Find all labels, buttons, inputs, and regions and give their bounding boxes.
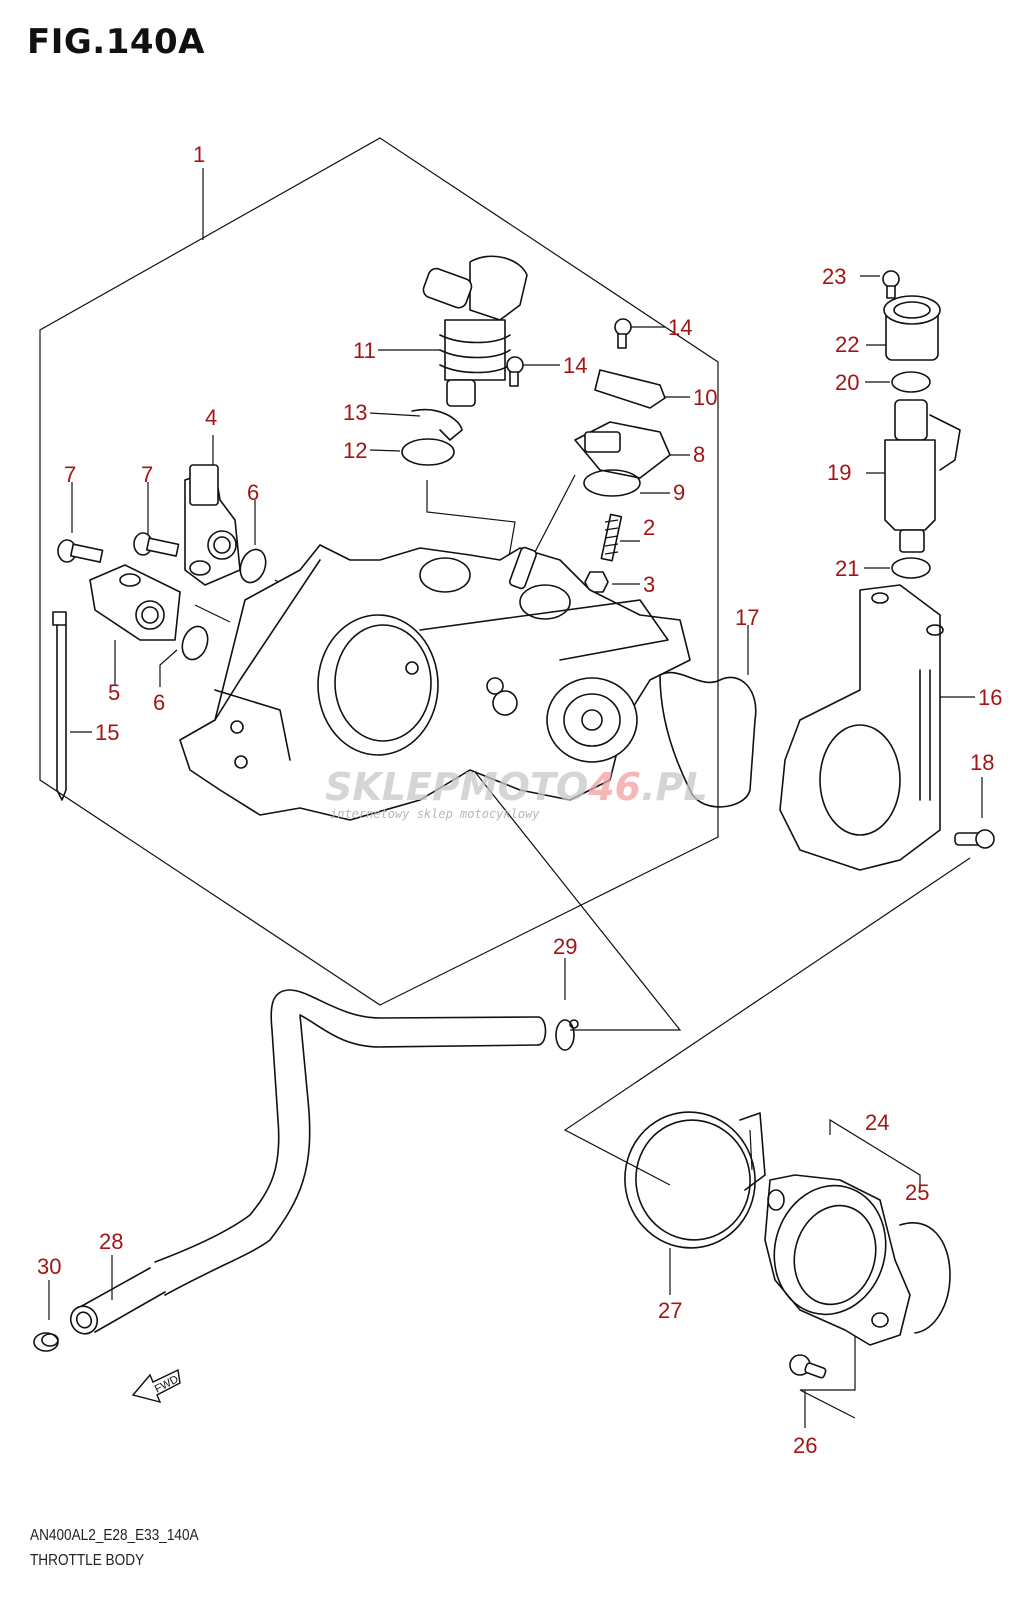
part-17-gasket[interactable] [659,671,757,808]
callout-4[interactable]: 4 [205,405,217,430]
fwd-direction-indicator: FWD [131,1368,181,1404]
callout-25[interactable]: 25 [905,1180,929,1205]
callout-7b[interactable]: 7 [141,462,153,487]
fwd-label: FWD [153,1373,181,1395]
part-13-clip[interactable] [411,408,463,441]
part-4-sensor[interactable] [184,464,241,586]
watermark: SKLEPMOTO46.PL internetowy sklep motocyk… [325,765,708,821]
figure-name: THROTTLE BODY [30,1552,145,1569]
part-9-o-ring[interactable] [583,469,641,497]
part-18-bolt[interactable] [954,829,995,849]
watermark-brand-red: 46 [587,765,641,809]
part-26-bolt[interactable] [789,1354,827,1379]
part-12-o-ring[interactable] [401,438,455,466]
part-3-nut[interactable] [584,571,609,593]
part-14-screw-a[interactable] [614,318,632,349]
callout-6a[interactable]: 6 [247,480,259,505]
figure-code: AN400AL2_E28_E33_140A [30,1527,199,1544]
watermark-tagline: internetowy sklep motocyklowy [330,807,540,821]
callout-14b[interactable]: 14 [563,353,587,378]
callout-15[interactable]: 15 [95,720,119,745]
part-22-cap[interactable] [883,295,941,361]
callout-27[interactable]: 27 [658,1298,682,1323]
callout-22[interactable]: 22 [835,332,859,357]
part-6-o-ring-a[interactable] [236,546,270,586]
part-15-cable-tie[interactable] [52,611,67,801]
part-10-plate[interactable] [594,369,666,409]
throttle-body-main[interactable] [179,544,691,821]
part-19-injector[interactable] [884,399,961,553]
watermark-brand: SKLEPMOTO46.PL [325,765,708,809]
callout-18[interactable]: 18 [970,750,994,775]
part-27-clamp[interactable] [614,1102,766,1259]
callout-21[interactable]: 21 [835,556,859,581]
part-24-cover[interactable] [760,1173,911,1346]
part-14-screw-b[interactable] [506,356,524,387]
part-23-screw[interactable] [882,270,900,299]
callout-13[interactable]: 13 [343,400,367,425]
part-21-o-ring[interactable] [891,557,931,579]
callout-29[interactable]: 29 [553,934,577,959]
callout-26[interactable]: 26 [793,1433,817,1458]
callout-9[interactable]: 9 [673,480,685,505]
callout-1[interactable]: 1 [193,142,205,167]
part-5-sensor[interactable] [89,564,181,641]
callout-7a[interactable]: 7 [64,462,76,487]
part-11-sensor[interactable] [421,255,528,407]
part-7-screw-b[interactable] [133,532,180,557]
callout-3[interactable]: 3 [643,572,655,597]
part-20-o-ring[interactable] [891,371,931,393]
watermark-brand-gray: SKLEPMOTO [325,765,588,809]
part-30-clamp[interactable] [33,1332,59,1352]
part-29-clamp[interactable] [555,1019,579,1051]
callout-8[interactable]: 8 [693,442,705,467]
callout-28[interactable]: 28 [99,1229,123,1254]
callout-10[interactable]: 10 [693,385,717,410]
callout-16[interactable]: 16 [978,685,1002,710]
callout-20[interactable]: 20 [835,370,859,395]
watermark-brand-suffix: .PL [641,765,708,809]
part-28-hose[interactable] [66,989,547,1339]
part-16-housing[interactable] [779,584,944,871]
part-25-o-ring[interactable] [899,1222,951,1334]
part-2-stud[interactable] [600,513,623,562]
figure-title: FIG.140A [27,22,205,62]
callout-17[interactable]: 17 [735,605,759,630]
callouts: 1 2 3 4 5 6 6 7 7 8 9 10 11 12 13 14 14 … [37,142,1002,1458]
part-8-sensor[interactable] [574,421,671,479]
callout-5[interactable]: 5 [108,680,120,705]
callout-14a[interactable]: 14 [668,315,692,340]
callout-19[interactable]: 19 [827,460,851,485]
callout-2[interactable]: 2 [643,515,655,540]
part-6-o-ring-b[interactable] [178,623,212,663]
callout-23[interactable]: 23 [822,264,846,289]
callout-30[interactable]: 30 [37,1254,61,1279]
assembly-frame [39,137,719,1006]
callout-12[interactable]: 12 [343,438,367,463]
part-7-screw-a[interactable] [57,539,104,563]
callout-6b[interactable]: 6 [153,690,165,715]
callout-11[interactable]: 11 [353,338,376,363]
callout-24[interactable]: 24 [865,1110,889,1135]
